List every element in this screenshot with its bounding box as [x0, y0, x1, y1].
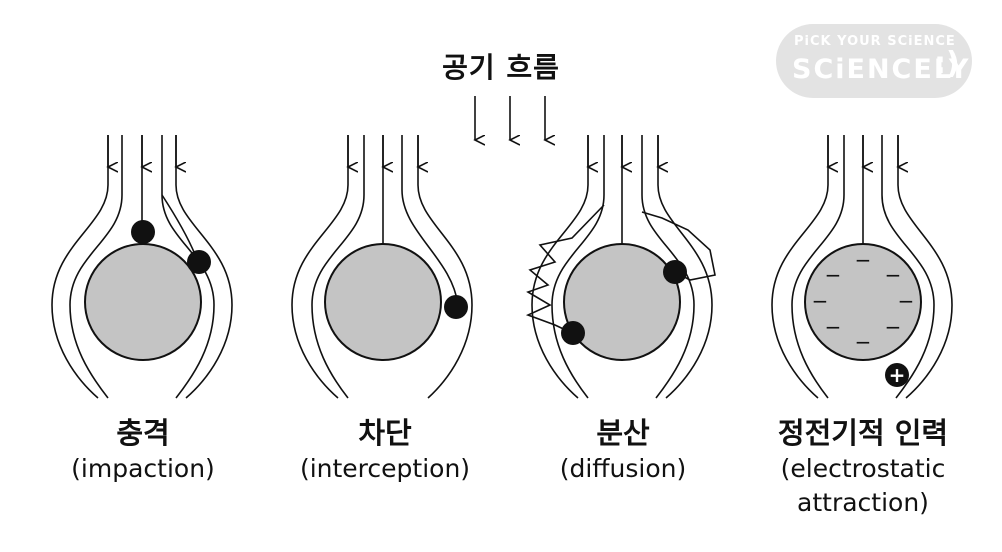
streamline	[897, 135, 953, 399]
filter-fiber	[804, 243, 922, 361]
negative-charge: −	[825, 315, 842, 339]
negative-charge: −	[855, 248, 872, 272]
diagram-title: 공기 흐름	[442, 51, 560, 84]
particle	[663, 260, 687, 284]
particle	[187, 250, 211, 274]
smile-icon: :)	[934, 46, 960, 81]
label-english-electrostatic: (electrostatic attraction)	[780, 454, 946, 517]
streamline	[531, 135, 589, 399]
streamline	[417, 135, 473, 399]
negative-charge: −	[898, 289, 915, 313]
streamline	[657, 135, 713, 399]
streamline	[641, 135, 695, 399]
negative-charge: −	[885, 315, 902, 339]
streamline	[175, 135, 233, 399]
diffusion-path	[525, 204, 605, 334]
filter-fiber	[84, 243, 202, 361]
panel-diffusion	[525, 135, 716, 399]
negative-charge: −	[885, 263, 902, 287]
particle	[131, 220, 155, 244]
panel-impaction	[51, 135, 233, 399]
negative-charge: −	[855, 330, 872, 354]
sciencely-logo: PiCK YOUR SCiENCE SCiENCELY :)	[776, 24, 972, 98]
label-korean-diffusion: 분산	[596, 416, 650, 450]
negative-charge: −	[812, 289, 829, 313]
streamline	[291, 135, 349, 399]
filter-fiber	[563, 243, 681, 361]
label-korean-electrostatic: 정전기적 인력	[777, 416, 949, 450]
streamline	[881, 135, 935, 399]
streamline	[791, 135, 845, 399]
streamline	[771, 135, 829, 399]
negative-charges: − − − − − − − −	[812, 248, 915, 354]
label-korean-interception: 차단	[358, 416, 412, 450]
panel-electrostatic: − − − − − − − − +	[771, 135, 953, 399]
panel-interception	[291, 135, 473, 399]
charged-particle	[885, 363, 909, 387]
streamline	[551, 135, 605, 399]
label-english-diffusion: (diffusion)	[559, 454, 687, 483]
logo-wordmark: SCiENCELY	[792, 54, 971, 85]
positive-charge: +	[889, 363, 906, 387]
label-korean-impaction: 충격	[116, 416, 170, 450]
particle	[561, 321, 585, 345]
diffusion-path	[641, 211, 716, 281]
airflow-arrows	[475, 96, 545, 140]
streamline	[51, 135, 109, 399]
label-english-interception: (interception)	[299, 454, 471, 483]
filter-fiber	[324, 243, 442, 361]
label-english-impaction: (impaction)	[71, 454, 215, 483]
streamline	[69, 135, 123, 399]
particle	[444, 295, 468, 319]
logo-tagline: PiCK YOUR SCiENCE	[794, 34, 956, 49]
negative-charge: −	[825, 263, 842, 287]
streamline	[311, 135, 365, 399]
streamline	[161, 135, 215, 399]
streamline	[401, 135, 459, 306]
